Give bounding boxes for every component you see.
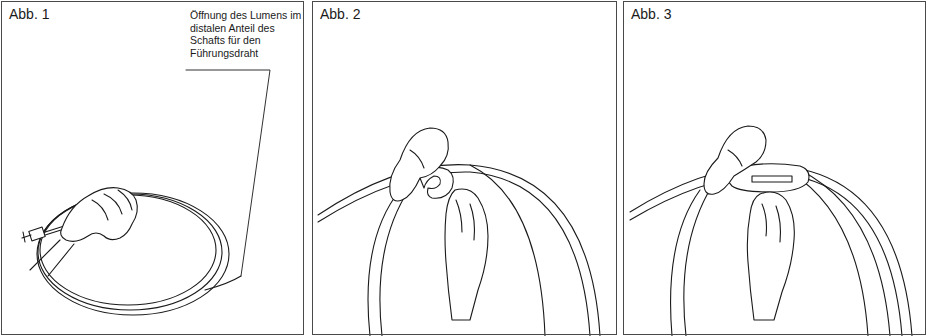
finger-line [762,204,767,236]
pushing-hand [445,189,488,320]
clip-slot [752,176,792,182]
figure-label: Abb. 1 [9,6,49,22]
pushing-hand [747,192,794,320]
figure-label: Abb. 3 [631,6,671,22]
wrist-line [48,244,74,276]
holding-hand [390,128,449,201]
holding-hand [704,126,766,194]
catheter-tip [205,276,241,290]
finger-line [470,204,475,240]
finger-line [728,150,742,166]
coiled-catheter [37,193,241,315]
wrist-line [30,240,60,270]
leader-line [186,70,270,276]
finger-line [118,190,132,210]
catheter-hub [22,227,45,242]
finger-line [776,206,781,242]
figure-panel: Abb. 3 [623,1,926,335]
finger-line [104,194,122,214]
finger-line [410,150,424,168]
finger-line [456,200,462,232]
figure-panel: Abb. 1 Öffnung des Lumens im distalen Ant… [1,1,304,335]
figure-panel: Abb. 2 [312,1,617,335]
catheter-loops [318,165,600,336]
callout-text: Öffnung des Lumens im distalen Anteil de… [190,9,302,59]
figure-label: Abb. 2 [320,6,360,22]
finger-line [92,200,108,220]
holding-hand [61,188,138,242]
